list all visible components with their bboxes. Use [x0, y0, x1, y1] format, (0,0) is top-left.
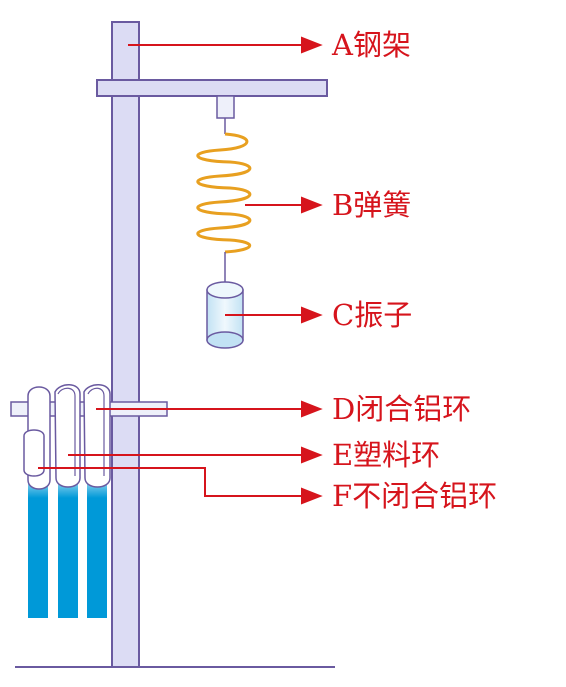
spring [196, 132, 252, 254]
water-column-middle [58, 468, 78, 618]
label-C-bob: C振子 [332, 298, 412, 332]
frame-crossbar [96, 79, 328, 97]
ring-open-aluminum [83, 384, 111, 488]
pointer-arrows [38, 36, 323, 505]
water-column-left [28, 468, 48, 618]
ring-closed-aluminum [23, 386, 51, 490]
label-B-spring: B弹簧 [332, 188, 411, 222]
ring-plastic [54, 384, 81, 488]
label-F-open-ring: F不闭合铝环 [332, 479, 497, 513]
label-A-steel-frame: A钢架 [331, 28, 411, 62]
frame-post [111, 21, 140, 668]
water-column-right [87, 468, 107, 618]
label-E-plastic-ring: E塑料环 [332, 438, 440, 472]
arrow-F [38, 467, 305, 497]
label-D-closed-ring: D闭合铝环 [332, 392, 471, 426]
spring-mount [216, 95, 235, 119]
